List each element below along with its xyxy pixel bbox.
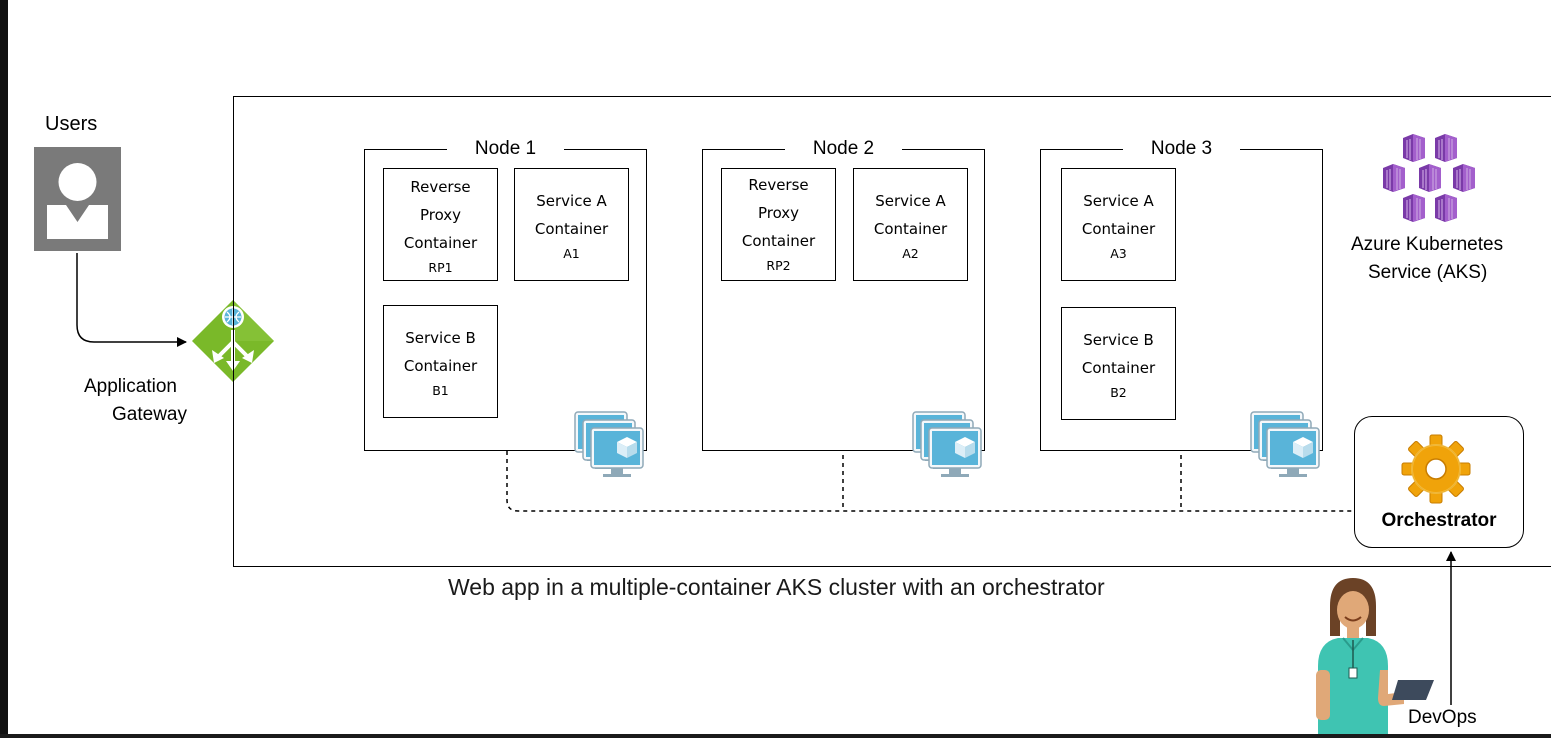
- diagram-caption: Web app in a multiple-container AKS clus…: [448, 574, 1105, 600]
- container-id: A3: [1110, 246, 1127, 261]
- container-line: Container: [403, 234, 478, 252]
- container-id: B2: [1110, 385, 1127, 400]
- container-line: Proxy: [419, 206, 462, 224]
- node-2: Node 2: [702, 138, 985, 451]
- container-line: Container: [873, 220, 948, 238]
- node-title: Node 3: [1122, 138, 1241, 159]
- users-label: Users: [45, 113, 98, 135]
- container-line: Reverse: [748, 176, 809, 194]
- virtual-machine-icon: [1250, 411, 1320, 477]
- aks-label-line1: Azure Kubernetes: [1351, 234, 1504, 255]
- gateway-label-line2: Gateway: [112, 404, 187, 425]
- container-id: RP1: [428, 260, 453, 275]
- node-title: Node 1: [446, 138, 565, 159]
- reverse-proxy-container-rp2[interactable]: Reverse Proxy Container RP2: [721, 168, 836, 281]
- node-orchestrator-dashed-links: [506, 451, 1354, 512]
- orchestrator-label: Orchestrator: [1381, 510, 1497, 531]
- devops-label: DevOps: [1408, 707, 1477, 728]
- container-id: RP2: [766, 258, 791, 273]
- container-id: B1: [432, 383, 449, 398]
- container-id: A1: [563, 246, 580, 261]
- devops-person-icon: [1316, 578, 1434, 734]
- service-a-container-a2[interactable]: Service A Container A2: [853, 168, 968, 281]
- gear-icon: [1401, 434, 1471, 504]
- service-b-container-b2[interactable]: Service B Container B2: [1061, 307, 1176, 420]
- container-line: Container: [741, 232, 816, 250]
- application-gateway-icon[interactable]: [190, 298, 276, 384]
- container-line: Service A: [536, 192, 607, 210]
- container-id: A2: [902, 246, 919, 261]
- aks-label-line2: Service (AKS): [1368, 262, 1488, 283]
- container-line: Container: [1081, 220, 1156, 238]
- virtual-machine-icon: [574, 411, 644, 477]
- diagram-canvas: Users Application Gateway Node 1 Reverse…: [8, 0, 1551, 734]
- orchestrator-box[interactable]: Orchestrator: [1354, 416, 1524, 548]
- container-line: Service A: [1083, 192, 1154, 210]
- container-line: Container: [403, 357, 478, 375]
- gateway-label-line1: Application: [84, 376, 177, 397]
- node-1: Node 1: [364, 138, 647, 451]
- bottom-border: [0, 734, 1551, 738]
- container-line: Service A: [875, 192, 946, 210]
- aks-cluster-boundary: [233, 96, 1551, 567]
- node-3: Node 3: [1040, 138, 1323, 451]
- connectors: [76, 253, 1456, 705]
- container-line: Container: [1081, 359, 1156, 377]
- virtual-machine-icon: [912, 411, 982, 477]
- service-a-container-a3[interactable]: Service A Container A3: [1061, 168, 1176, 281]
- reverse-proxy-container-rp1[interactable]: Reverse Proxy Container RP1: [383, 168, 498, 281]
- service-b-container-b1[interactable]: Service B Container B1: [383, 305, 498, 418]
- service-a-container-a1[interactable]: Service A Container A1: [514, 168, 629, 281]
- container-line: Reverse: [410, 178, 471, 196]
- container-line: Proxy: [757, 204, 800, 222]
- container-line: Service B: [405, 329, 476, 347]
- kubernetes-service-icon: [1382, 133, 1476, 223]
- container-line: Container: [534, 220, 609, 238]
- node-title: Node 2: [784, 138, 903, 159]
- container-line: Service B: [1083, 331, 1154, 349]
- user-icon: [34, 147, 121, 251]
- users-to-gateway-arrow: [76, 253, 187, 347]
